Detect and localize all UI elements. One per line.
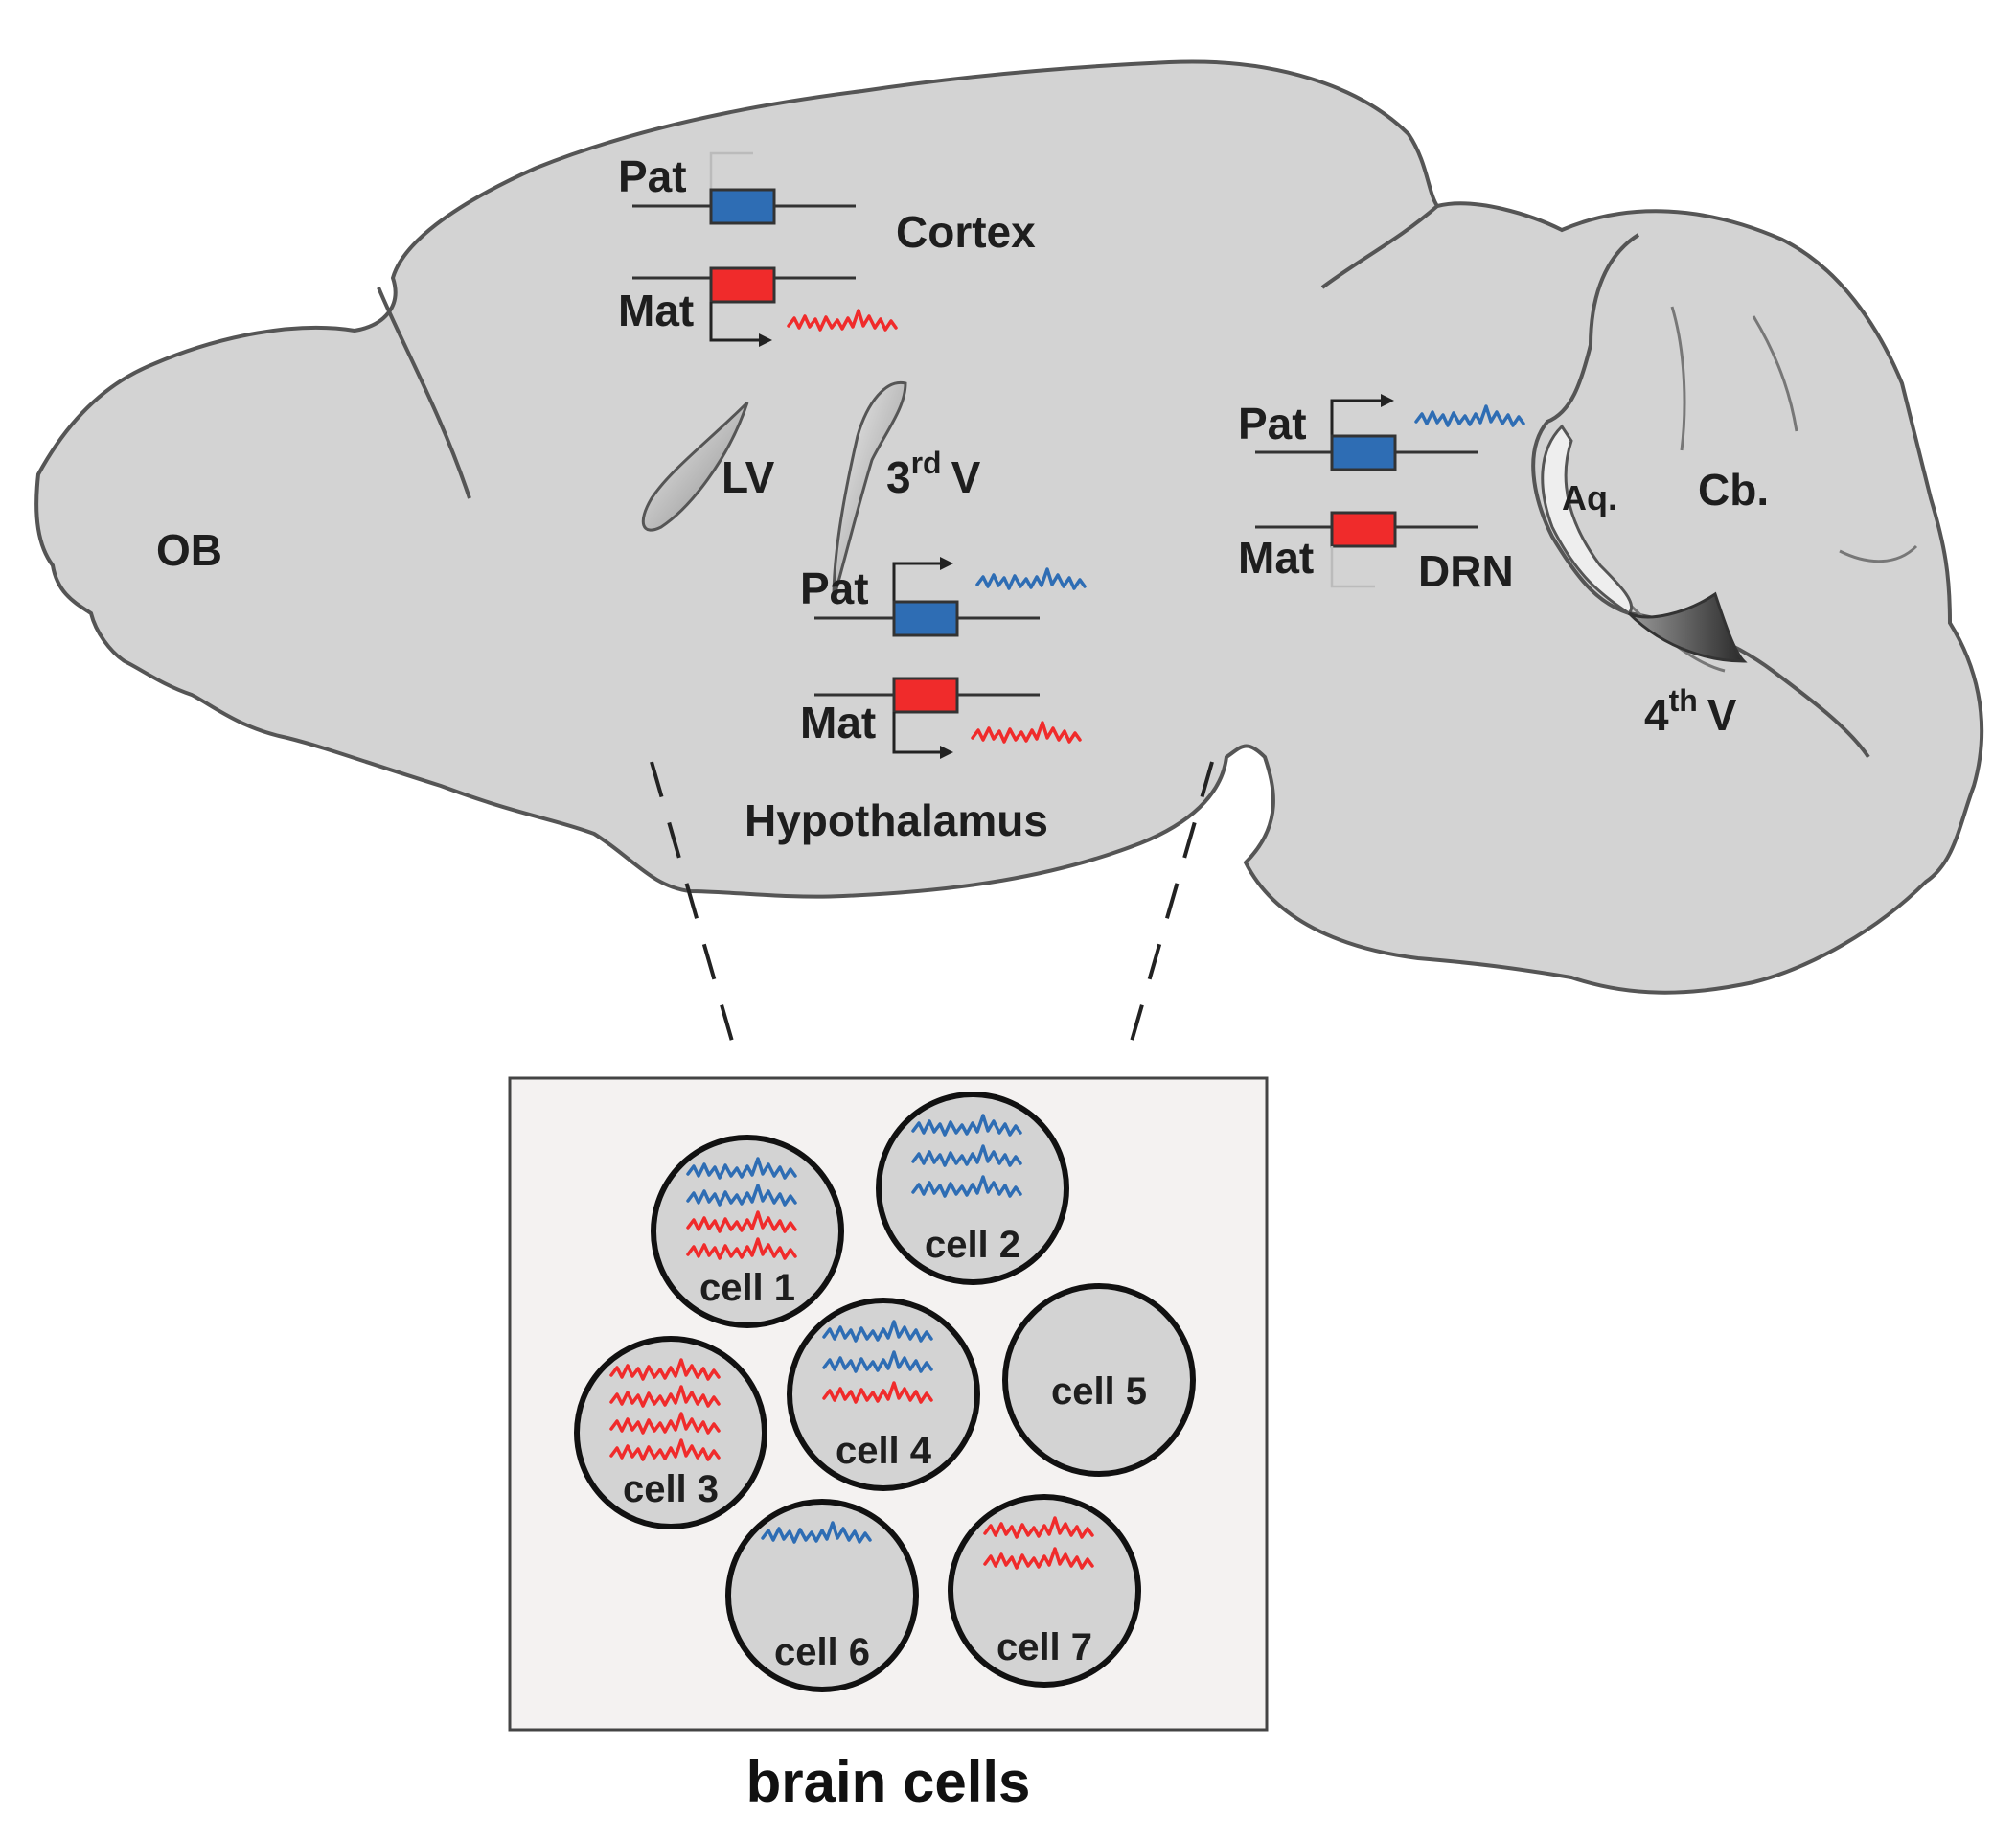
hypo-mat-promoter-arrow	[892, 712, 944, 754]
cortex-mat-gene-box	[709, 266, 776, 304]
hypo-pat-gene-box	[892, 600, 959, 637]
drn-pat-label: Pat	[1238, 399, 1307, 448]
cerebellum-fold-3	[1839, 544, 1918, 563]
cell-5: cell 5	[1002, 1283, 1196, 1477]
cell-body	[574, 1336, 767, 1529]
cell-label: cell 5	[1051, 1370, 1147, 1413]
cells-layer: cell 1 cell 2 cell 3 cell 4 cell 5 cell 6 cell…	[574, 1092, 1196, 1692]
cerebellum-fold-2	[1752, 315, 1798, 432]
cell-2: cell 2	[876, 1092, 1069, 1285]
cortex-allele-group: Pat Mat	[618, 151, 898, 347]
drn-mat-promoter-inactive	[1330, 546, 1375, 588]
cell-body	[876, 1092, 1069, 1285]
drn-allele-group: Pat Mat	[1238, 394, 1525, 588]
cell-body	[948, 1494, 1141, 1688]
cell-label: cell 6	[774, 1631, 870, 1673]
cerebellum-fold-1	[1670, 306, 1686, 451]
label-ob: OB	[156, 525, 222, 575]
drn-pat-gene-box	[1330, 434, 1397, 471]
lateral-ventricle	[641, 401, 749, 532]
hypo-mat-arrowhead	[940, 746, 953, 759]
cell-7: cell 7	[948, 1494, 1141, 1688]
fourth-v-base: 4	[1644, 690, 1669, 740]
label-cortex: Cortex	[896, 207, 1036, 257]
hypo-pat-arrowhead	[940, 557, 953, 570]
fourth-ventricle	[1627, 591, 1748, 663]
label-hypothalamus: Hypothalamus	[745, 795, 1048, 845]
cell-label: cell 3	[623, 1468, 719, 1510]
hypo-pat-label: Pat	[800, 563, 869, 613]
third-v-suffix: V	[951, 452, 981, 502]
inset-caption: brain cells	[746, 1750, 1031, 1814]
drn-pat-arrowhead	[1381, 394, 1394, 407]
drn-pat-promoter-arrow	[1330, 399, 1385, 436]
cell-1: cell 1	[651, 1135, 844, 1328]
label-cerebellum: Cb.	[1698, 465, 1769, 515]
cell-body	[725, 1499, 919, 1692]
cerebellum-outline	[1531, 233, 1870, 759]
cortex-pat-label: Pat	[618, 151, 687, 201]
zoom-line-left	[650, 761, 735, 1046]
third-v-sup: rd	[911, 446, 942, 480]
label-aqueduct: Aq.	[1562, 478, 1617, 517]
cell-4: cell 4	[787, 1298, 980, 1491]
cell-label: cell 4	[836, 1430, 932, 1472]
drn-mat-gene-box	[1330, 511, 1397, 548]
label-third-ventricle: 3rd V	[886, 446, 981, 502]
label-drn: DRN	[1418, 546, 1514, 596]
cell-3: cell 3	[574, 1336, 767, 1529]
cell-6: cell 6	[725, 1499, 919, 1692]
brain-outline	[34, 59, 1984, 995]
hypo-pat-promoter-arrow	[892, 562, 944, 602]
cell-body	[1002, 1283, 1196, 1477]
fourth-v-sup: th	[1669, 683, 1698, 718]
zoom-line-right	[1129, 761, 1214, 1046]
hypo-mat-label: Mat	[800, 698, 876, 747]
hypothalamus-allele-group: Pat Mat	[800, 557, 1087, 759]
ob-boundary	[377, 287, 471, 499]
cortex-mat-label: Mat	[618, 286, 694, 335]
third-ventricle	[832, 380, 907, 600]
cortex-pat-gene-box	[709, 188, 776, 225]
cortex-mat-arrowhead	[759, 333, 772, 347]
midbrain-boundary	[1320, 204, 1439, 289]
cell-body	[787, 1298, 980, 1491]
cell-label: cell 7	[997, 1626, 1092, 1668]
drn-mat-label: Mat	[1238, 533, 1314, 583]
label-lv: LV	[722, 452, 775, 502]
cortex-mat-promoter-arrow	[709, 302, 763, 342]
fourth-v-suffix: V	[1707, 690, 1737, 740]
third-v-base: 3	[886, 452, 911, 502]
cell-body	[651, 1135, 844, 1328]
cell-label: cell 1	[699, 1267, 795, 1309]
label-fourth-ventricle: 4th V	[1644, 683, 1737, 740]
hypo-mat-gene-box	[892, 677, 959, 714]
cortex-pat-promoter-inactive	[709, 151, 753, 189]
cell-label: cell 2	[925, 1224, 1020, 1266]
